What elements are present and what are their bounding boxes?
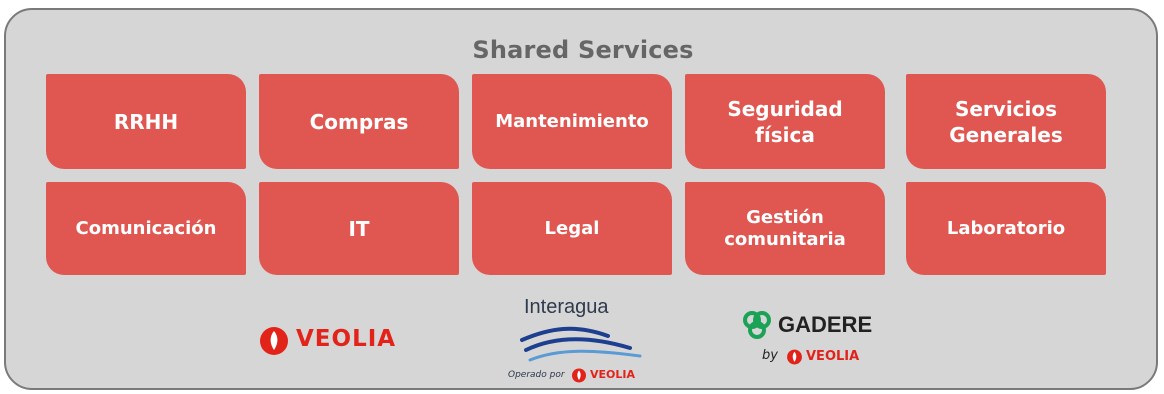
interagua-waves-icon (520, 326, 642, 362)
shared-services-panel: Shared Services RRHH Compras Mantenimien… (4, 8, 1158, 390)
tile-rrhh: RRHH (46, 74, 246, 169)
tile-gestion-comunitaria: Gestión comunitaria (685, 182, 885, 275)
gadere-name: GADERE (778, 312, 873, 337)
veolia-flame-icon-gadere (787, 349, 802, 365)
interagua-operated-by: Operado por (508, 370, 565, 380)
interagua-logo: Interagua Operado por VEOLIA (508, 294, 668, 384)
gadere-veolia-wordmark: VEOLIA (806, 349, 860, 364)
veolia-flame-icon (260, 327, 288, 355)
tile-legal: Legal (472, 182, 672, 275)
veolia-flame-icon-small (572, 368, 586, 383)
gadere-by: by (762, 348, 778, 363)
panel-title: Shared Services (472, 36, 694, 64)
tile-servicios-generales: Servicios Generales (906, 74, 1106, 169)
tile-laboratorio: Laboratorio (906, 182, 1106, 275)
tile-seguridad-fisica: Seguridad física (685, 74, 885, 169)
interagua-name: Interagua (524, 296, 609, 318)
veolia-wordmark: VEOLIA (296, 326, 397, 352)
tile-mantenimiento: Mantenimiento (472, 74, 672, 169)
interagua-veolia-wordmark: VEOLIA (590, 368, 635, 381)
veolia-logo: VEOLIA (258, 324, 418, 358)
tile-it: IT (259, 182, 459, 275)
gadere-link-icon (743, 311, 771, 339)
tile-compras: Compras (259, 74, 459, 169)
tile-comunicacion: Comunicación (46, 182, 246, 275)
gadere-logo: GADERE by VEOLIA (742, 310, 892, 372)
